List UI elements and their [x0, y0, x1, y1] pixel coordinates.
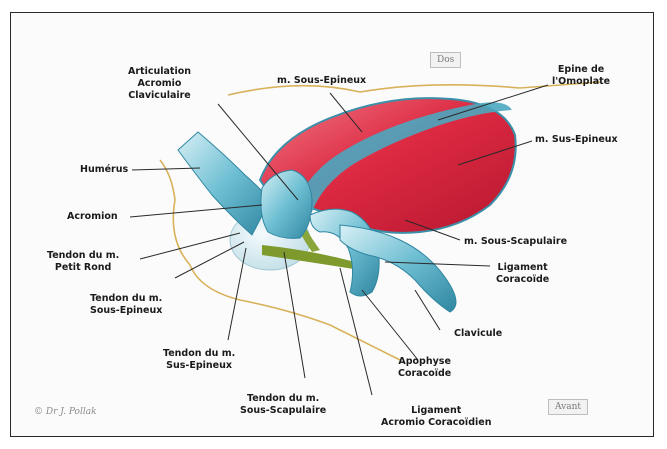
label-m-sus-epineux: m. Sus-Epineux: [535, 134, 618, 146]
label-tendon-sous-epineux: Tendon du m. Sous-Epineux: [90, 293, 162, 317]
label-tendon-petit-rond: Tendon du m. Petit Rond: [47, 250, 119, 274]
label-m-sous-epineux: m. Sous-Epineux: [277, 75, 366, 87]
label-apophyse-coracoide: Apophyse Coracoïde: [398, 356, 451, 380]
orientation-top-box: Dos: [430, 52, 461, 68]
label-m-sous-scapulaire: m. Sous-Scapulaire: [464, 236, 567, 248]
label-tendon-sus-epineux: Tendon du m. Sus-Epineux: [163, 348, 235, 372]
orientation-bottom-box: Avant: [548, 399, 588, 415]
label-tendon-sous-scapulaire: Tendon du m. Sous-Scapulaire: [240, 393, 326, 417]
label-articulation-acromio-claviculaire: Articulation Acromio Claviculaire: [128, 66, 191, 102]
label-ligament-acromio-coracoidien: Ligament Acromio Coracoïdien: [381, 405, 491, 429]
label-ligament-coracoide: Ligament Coracoïde: [496, 262, 549, 286]
label-clavicule: Clavicule: [454, 328, 502, 340]
humerus-shaft-shape: [178, 132, 270, 235]
label-epine-omoplate: Epine de l'Omoplate: [552, 64, 610, 88]
acromion-shape: [261, 170, 312, 238]
label-humerus: Humérus: [80, 164, 128, 176]
label-acromion: Acromion: [67, 211, 118, 223]
signature: © Dr J. Pollak: [34, 407, 97, 417]
